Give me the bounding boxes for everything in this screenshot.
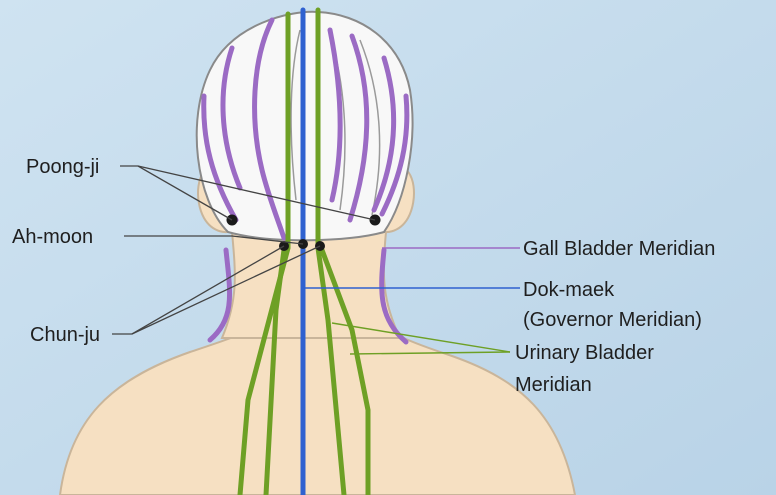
- label-urinary-bladder-line2: Meridian: [515, 374, 592, 396]
- label-governor-meridian: (Governor Meridian): [523, 309, 702, 331]
- label-ah-moon: Ah-moon: [12, 226, 93, 248]
- neck: [222, 232, 400, 338]
- label-poong-ji: Poong-ji: [26, 156, 99, 178]
- label-dok-maek: Dok-maek: [523, 279, 615, 301]
- label-urinary-bladder-line1: Urinary Bladder: [515, 342, 654, 364]
- label-chun-ju: Chun-ju: [30, 324, 100, 346]
- label-gall-bladder-meridian: Gall Bladder Meridian: [523, 238, 715, 260]
